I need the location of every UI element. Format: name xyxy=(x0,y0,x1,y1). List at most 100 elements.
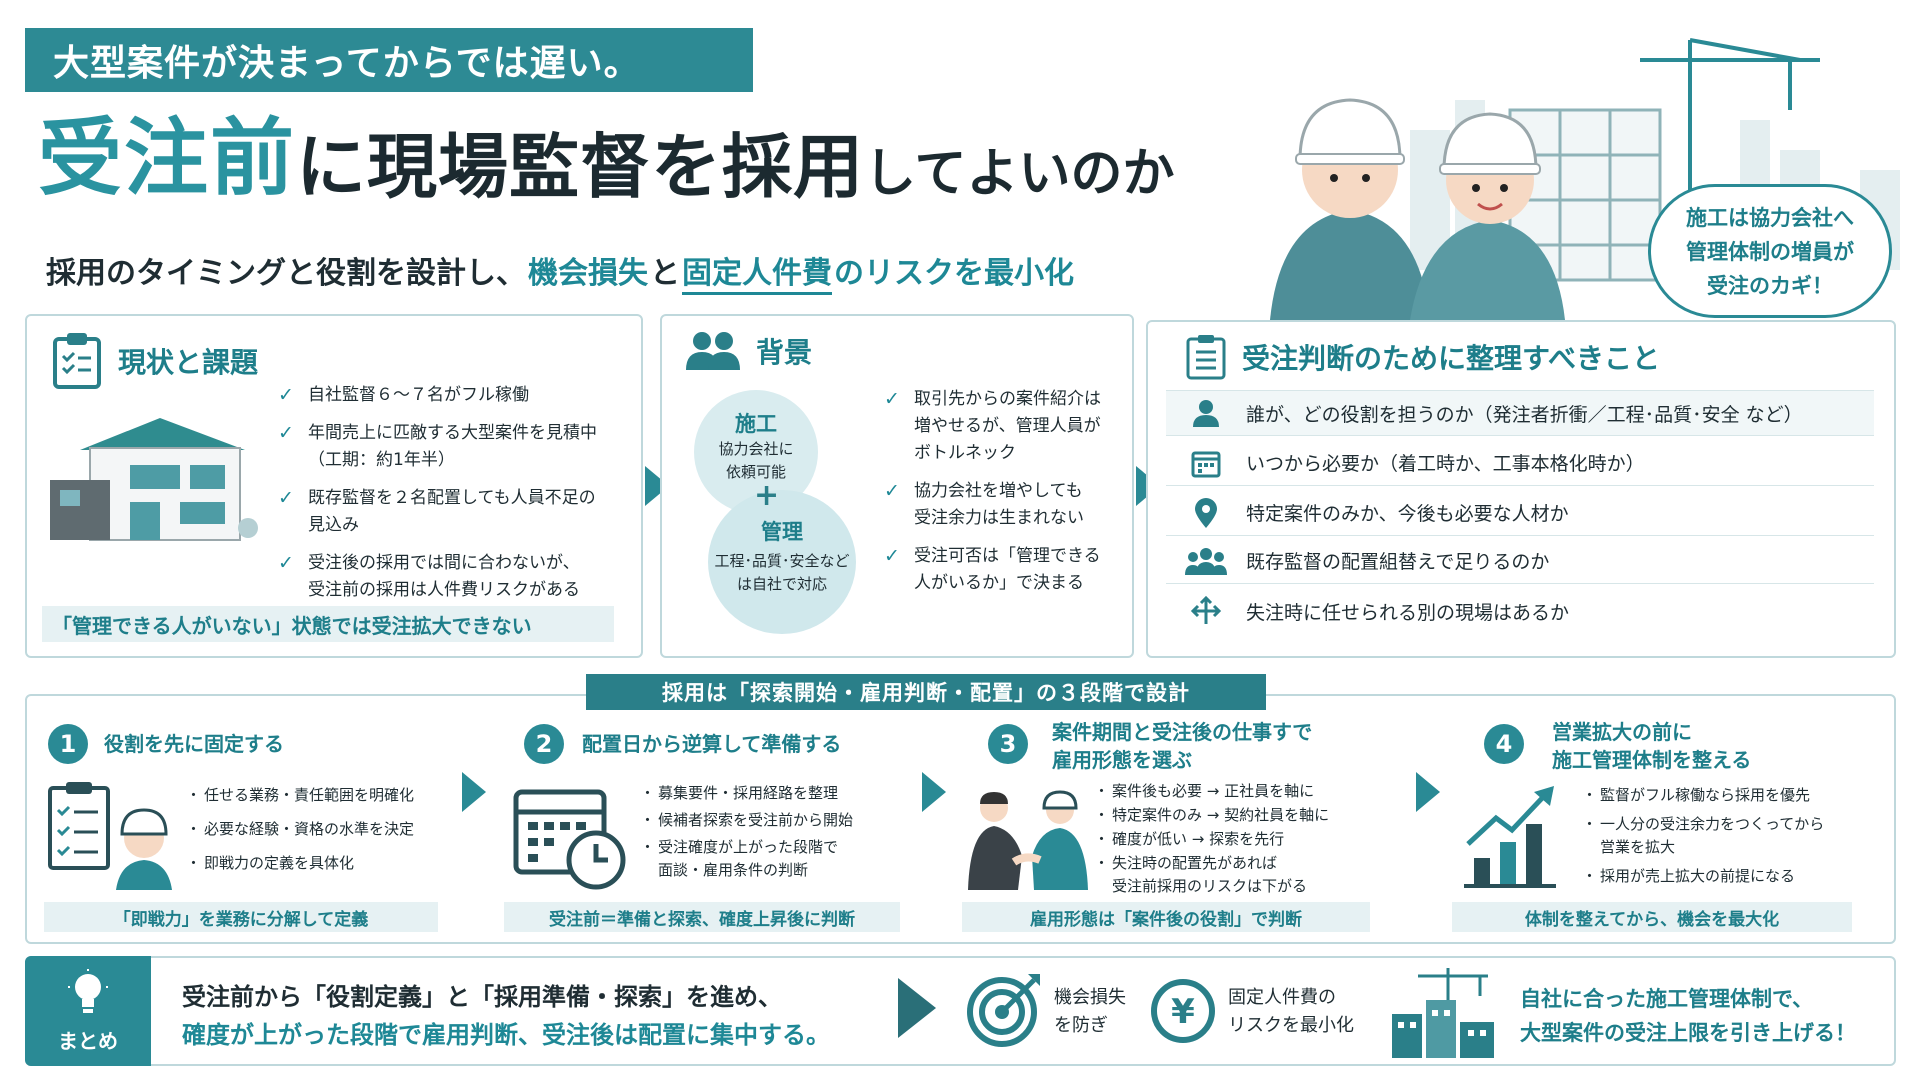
stage-item: 特定案件のみ → 契約社員を軸に xyxy=(1094,804,1329,827)
background-list: 取引先からの案件紹介は 増やせるが、管理人員が ボトルネック 協力会社を増やして… xyxy=(884,386,1124,608)
stages-title: 採用は「探索開始・雇用判断・配置」の３段階で設計 xyxy=(586,674,1266,710)
bubble-line-3: 受注のカギ！ xyxy=(1707,274,1833,298)
subtitle-highlight-1: 機会損失 xyxy=(528,256,648,291)
status-item: 受注後の採用では間に合わないが、 xyxy=(278,550,630,577)
bubble-line-2: 管理体制の増員が xyxy=(1686,240,1854,264)
stage-item: 監督がフル稼働なら採用を優先 xyxy=(1582,784,1824,807)
venn-management: 管理 工程･品質･安全など は自社で対応 xyxy=(708,490,856,634)
calendar-clock-icon xyxy=(513,789,626,890)
top-banner-text: 大型案件が決まってからでは遅い。 xyxy=(53,43,641,84)
stage-number: 4 xyxy=(1484,724,1524,764)
subtitle-post: のリスクを最小化 xyxy=(834,256,1074,291)
city-crane-icon xyxy=(1392,968,1494,1058)
status-list: 自社監督６～７名がフル稼働 年間売上に匹敵する大型案件を見積中 （工期：約1年半… xyxy=(278,382,630,615)
summary-badge-label: まとめ xyxy=(58,1028,118,1053)
subtitle: 採用のタイミングと役割を設計し、 機会損失 と 固定人件費 のリスクを最小化 xyxy=(46,248,1074,295)
stage-heading: 案件期間と受注後の仕事すで 雇用形態を選ぶ xyxy=(1052,720,1313,772)
status-note: 「管理できる人がいない」状態では受注拡大できない xyxy=(42,606,614,642)
background-item-cont: 増やせるが、管理人員が xyxy=(914,416,1101,436)
stage-item: 受注確度が上がった段階で xyxy=(640,836,853,859)
checklist-icon xyxy=(1186,335,1226,380)
stage-item: 失注時の配置先があれば xyxy=(1094,852,1329,875)
stage-number: 2 xyxy=(524,724,564,764)
clipboard-checklist-icon xyxy=(53,333,101,389)
stage-note: 雇用形態は「案件後の役割」で判断 xyxy=(962,902,1370,932)
house-icon xyxy=(50,418,258,541)
main-title: 受注前 に現場監督を採用 してよいのか xyxy=(38,109,1175,212)
stage-item: 案件後も必要 → 正社員を軸に xyxy=(1094,780,1329,803)
building-frame-icon xyxy=(1508,108,1662,282)
decision-row: 誰が、どの役割を担うのか（発注者折衝／工程･品質･安全 など） xyxy=(1166,390,1874,436)
stage-item: 採用が売上拡大の前提になる xyxy=(1582,865,1824,888)
calendar-icon xyxy=(1191,451,1221,477)
bubble-line-1: 施工は協力会社へ xyxy=(1686,206,1854,230)
stage-item: 即戦力の定義を具体化 xyxy=(186,852,414,875)
background-panel-header: 背景 xyxy=(684,330,812,372)
status-panel-title: 現状と課題 xyxy=(118,346,259,379)
status-item-cont: 見込み xyxy=(308,515,359,535)
person-icon xyxy=(1193,400,1219,427)
stage-number: 1 xyxy=(48,724,88,764)
subtitle-mid: と xyxy=(650,256,680,291)
final-message: 自社に合った施工管理体制で、 大型案件の受注上限を引き上げる！ xyxy=(1520,987,1856,1045)
stage-note: 受注前＝準備と探索、確度上昇後に判断 xyxy=(504,902,900,932)
target-icon xyxy=(967,974,1040,1047)
stage-note: 「即戦力」を業務に分解して定義 xyxy=(44,902,438,932)
status-item-cont: 受注前の採用は人件費リスクがある xyxy=(308,580,580,600)
status-item: 年間売上に匹敵する大型案件を見積中 xyxy=(278,420,630,447)
title-tail: してよいのか xyxy=(864,144,1175,204)
arrow-right-icon xyxy=(1416,772,1440,812)
plus-sign: + xyxy=(754,478,780,513)
title-main: に現場監督を採用 xyxy=(296,126,865,208)
arrow-right-icon xyxy=(922,772,946,812)
speech-bubble: 施工は協力会社へ 管理体制の増員が 受注のカギ！ xyxy=(1648,184,1892,318)
subtitle-pre: 採用のタイミングと役割を設計し、 xyxy=(46,256,526,291)
stage-item-cont: 受注前採用のリスクは下がる xyxy=(1112,877,1308,895)
stage-heading: 役割を先に固定する xyxy=(104,732,284,756)
worker-female-icon xyxy=(1410,112,1565,320)
stage-2-list: 募集要件・採用経路を整理 候補者探索を受注前から開始 受注確度が上がった段階で … xyxy=(640,782,853,888)
location-pin-icon xyxy=(1195,497,1217,528)
stage-item-cont: 営業を拡大 xyxy=(1600,838,1676,856)
status-item: 既存監督を２名配置しても人員不足の xyxy=(278,485,630,512)
decision-panel-header: 受注判断のために整理すべきこと xyxy=(1186,334,1660,380)
group-icon xyxy=(1185,547,1227,575)
background-item-cont: ボトルネック xyxy=(914,443,1016,463)
handshake-icon xyxy=(968,790,1088,890)
summary-line-1: 受注前から「役割定義」と「採用準備・探索」を進め、 xyxy=(182,983,782,1011)
stage-note: 体制を整えてから、機会を最大化 xyxy=(1452,902,1852,932)
stage-item: 募集要件・採用経路を整理 xyxy=(640,782,853,805)
worker-male-icon xyxy=(1270,98,1430,320)
summary-line-2: 確度が上がった段階で雇用判断、受注後は配置に集中する。 xyxy=(182,1021,830,1049)
status-item-cont: （工期：約1年半） xyxy=(308,450,455,470)
background-item-cont: 人がいるか」で決まる xyxy=(914,573,1084,593)
title-highlight: 受注前 xyxy=(38,109,297,207)
decision-row: いつから必要か（着工時か、工事本格化時か） xyxy=(1166,440,1874,486)
top-banner: 大型案件が決まってからでは遅い。 xyxy=(25,28,753,92)
decision-row: 特定案件のみか、今後も必要な人材か xyxy=(1166,490,1874,536)
stage-3-list: 案件後も必要 → 正社員を軸に 特定案件のみ → 契約社員を軸に 確度が低い →… xyxy=(1094,780,1329,904)
background-item-cont: 受注余力は生まれない xyxy=(914,508,1084,528)
stage-number: 3 xyxy=(988,724,1028,764)
summary-text: 受注前から「役割定義」と「採用準備・探索」を進め、 確度が上がった段階で雇用判断… xyxy=(182,978,830,1054)
people-icon xyxy=(686,332,740,370)
svg-text:¥: ¥ xyxy=(1171,992,1195,1032)
yen-coin-icon: ¥ xyxy=(1151,979,1215,1043)
lightbulb-icon xyxy=(68,968,108,1013)
background-panel-title: 背景 xyxy=(756,336,813,369)
arrow-right-icon xyxy=(898,978,936,1038)
decision-row: 既存監督の配置組替えで足りるのか xyxy=(1166,538,1874,584)
stage-item: 一人分の受注余力をつくってから xyxy=(1582,813,1824,836)
stage-item-cont: 面談・雇用条件の判断 xyxy=(658,861,809,879)
status-panel-header: 現状と課題 xyxy=(52,332,258,390)
summary-badge: まとめ xyxy=(25,956,151,1066)
summary-panel xyxy=(25,956,1896,1066)
stage-1-list: 任せる業務・責任範囲を明確化 必要な経験・資格の水準を決定 即戦力の定義を具体化 xyxy=(186,784,414,881)
stage-item: 確度が低い → 探索を先行 xyxy=(1094,828,1329,851)
stage-heading: 営業拡大の前に 施工管理体制を整える xyxy=(1552,720,1752,772)
arrow-right-icon xyxy=(462,772,486,812)
status-item: 自社監督６～７名がフル稼働 xyxy=(278,382,630,409)
summary-item-2: 固定人件費のリスクを最小化 xyxy=(1228,987,1354,1036)
stage-item: 任せる業務・責任範囲を明確化 xyxy=(186,784,414,807)
stage-item: 必要な経験・資格の水準を決定 xyxy=(186,818,414,841)
